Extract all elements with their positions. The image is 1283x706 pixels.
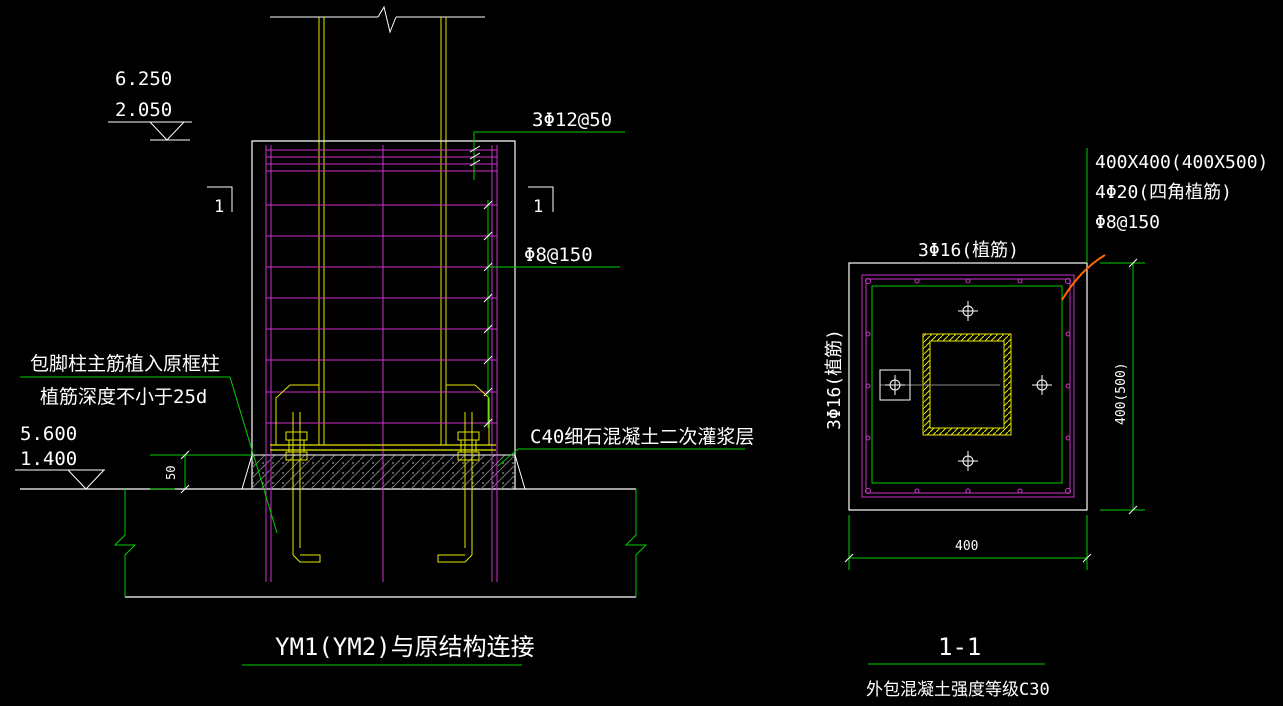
- section-top-bars: 3Φ16(植筋): [918, 240, 1019, 261]
- stirrup-leader: Φ8@150: [487, 200, 620, 428]
- steel-column: [270, 5, 485, 445]
- grout-leader: C40细石混凝土二次灌浆层: [497, 426, 754, 467]
- steel-tube-section: [880, 333, 1012, 436]
- section-bolts: [879, 301, 1052, 471]
- grout-label: C40细石混凝土二次灌浆层: [530, 426, 754, 448]
- anchor-note-line2: 植筋深度不小于25d: [40, 386, 207, 408]
- elevation-lower-bottom: 1.400: [20, 448, 77, 470]
- section-title: 1-1 外包混凝土强度等级C30: [866, 633, 1050, 700]
- section-subtitle-text: 外包混凝土强度等级C30: [866, 680, 1050, 700]
- section-size-label: 400X400(400X500): [1095, 152, 1268, 173]
- section-height-label: 400(500): [1114, 362, 1129, 425]
- section-mark-right-label: 1: [533, 197, 543, 217]
- section-side-bars-label: 3Φ16(植筋): [824, 329, 845, 430]
- section-side-bars: 3Φ16(植筋): [824, 329, 845, 430]
- anchor-bolt-right: [437, 412, 480, 563]
- stirrup-ticks: [483, 200, 493, 428]
- elevation-marker-lower: 5.600 1.400: [15, 423, 105, 490]
- section-height-dim: 400(500): [1100, 258, 1145, 515]
- section-size-notes: 400X400(400X500) 4Φ20(四角植筋) Φ8@150: [1061, 148, 1268, 301]
- existing-beam: [20, 488, 648, 598]
- section-title-text: 1-1: [938, 633, 981, 661]
- rebar-top-leader: 3Φ12@50: [469, 109, 625, 180]
- anchor-note-leader: 包脚柱主筋植入原框柱 植筋深度不小于25d: [20, 353, 278, 534]
- elevation-upper-bottom: 2.050: [115, 99, 172, 121]
- section-mark-left: 1: [207, 186, 233, 217]
- elevation-lower-top: 5.600: [20, 423, 77, 445]
- grout-thickness-label: 50: [164, 466, 178, 480]
- section-main-bars-label: 4Φ20(四角植筋): [1095, 182, 1232, 203]
- elevation-title-text: YM1(YM2)与原结构连接: [275, 633, 535, 661]
- elevation-marker-upper: 6.250 2.050: [108, 68, 192, 141]
- stirrup-label: Φ8@150: [524, 244, 593, 266]
- section-top-bars-label: 3Φ16(植筋): [918, 240, 1019, 261]
- stirrups-elevation: [265, 145, 498, 582]
- rebar-top-label: 3Φ12@50: [532, 109, 612, 131]
- section-stirrup-label: Φ8@150: [1095, 212, 1160, 233]
- grout-thickness-dim: 50: [150, 450, 252, 494]
- elevation-upper-top: 6.250: [115, 68, 172, 90]
- section-mark-right: 1: [528, 186, 554, 217]
- anchor-bolt-left: [285, 412, 321, 563]
- anchor-note-line1: 包脚柱主筋植入原框柱: [30, 353, 220, 375]
- section-mark-left-label: 1: [214, 197, 224, 217]
- elevation-title: YM1(YM2)与原结构连接: [242, 633, 535, 666]
- section-width-dim: 400: [844, 515, 1092, 570]
- section-rebar-dots: [865, 278, 1071, 494]
- section-width-label: 400: [955, 539, 978, 554]
